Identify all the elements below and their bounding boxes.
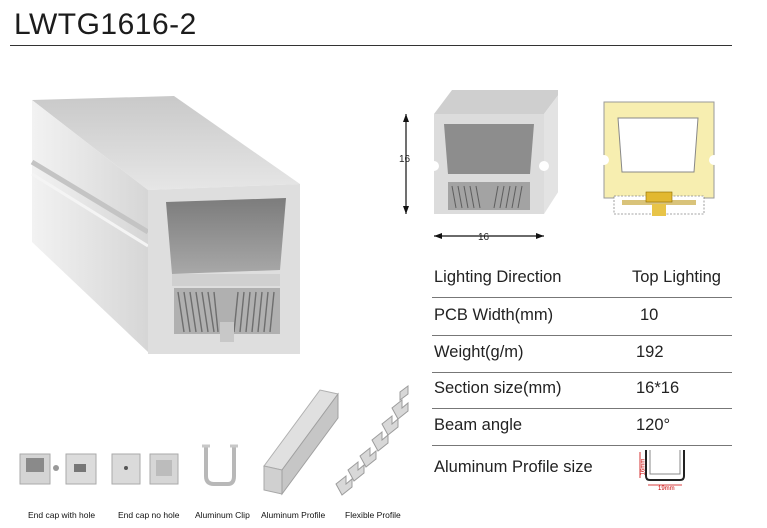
accessory-caption: Aluminum Profile [261, 510, 326, 520]
lighting-section-diagram [600, 101, 718, 216]
end-cap-with-hole-image [19, 453, 97, 485]
row-divider [432, 335, 732, 336]
accessory-caption: Aluminum Clip [195, 510, 250, 520]
spec-value: Top Lighting [632, 268, 721, 286]
accessory-caption: Flexible Profile [345, 510, 401, 520]
flexible-profile-image [335, 385, 409, 496]
page-title: LWTG1616-2 [14, 8, 197, 41]
spec-row-pcb-width: PCB Width(mm) 10 [432, 300, 732, 336]
spec-label: Section size(mm) [434, 379, 562, 397]
row-divider [432, 372, 732, 373]
spec-label: PCB Width(mm) [434, 306, 554, 324]
spec-row-beam-angle: Beam angle 120° [432, 410, 732, 446]
spec-value: 120° [636, 416, 671, 434]
height-dimension-label: 16 [399, 154, 411, 165]
spec-value: 192 [636, 343, 664, 361]
row-divider [432, 408, 732, 409]
spec-value: 10 [640, 306, 659, 324]
product-3d-image [30, 96, 300, 354]
spec-label: Weight(g/m) [434, 343, 524, 361]
spec-label: Aluminum Profile size [434, 458, 593, 476]
row-divider [432, 297, 732, 298]
row-divider [432, 445, 732, 446]
spec-row-section-size: Section size(mm) 16*16 [432, 373, 732, 409]
spec-row-aluminum-profile-size: Aluminum Profile size 16mm 19mm [432, 450, 732, 502]
profile-width-label: 19mm [658, 486, 675, 492]
accessory-caption: End cap with hole [28, 510, 96, 520]
accessory-caption: End cap no hole [118, 510, 180, 520]
aluminum-clip-image [202, 444, 238, 486]
aluminum-profile-size-icon [639, 450, 685, 486]
cross-section-diagram [403, 90, 558, 239]
spec-value: 16*16 [636, 379, 680, 397]
spec-label: Beam angle [434, 416, 523, 434]
spec-row-lighting-direction: Lighting Direction Top Lighting [432, 262, 732, 298]
aluminum-profile-image [263, 389, 339, 496]
title-divider [10, 45, 732, 46]
spec-row-weight: Weight(g/m) 192 [432, 337, 732, 373]
end-cap-no-hole-image [111, 453, 179, 485]
width-dimension-label: 16 [478, 232, 490, 243]
spec-label: Lighting Direction [434, 268, 562, 286]
profile-height-label: 16mm [640, 458, 647, 476]
